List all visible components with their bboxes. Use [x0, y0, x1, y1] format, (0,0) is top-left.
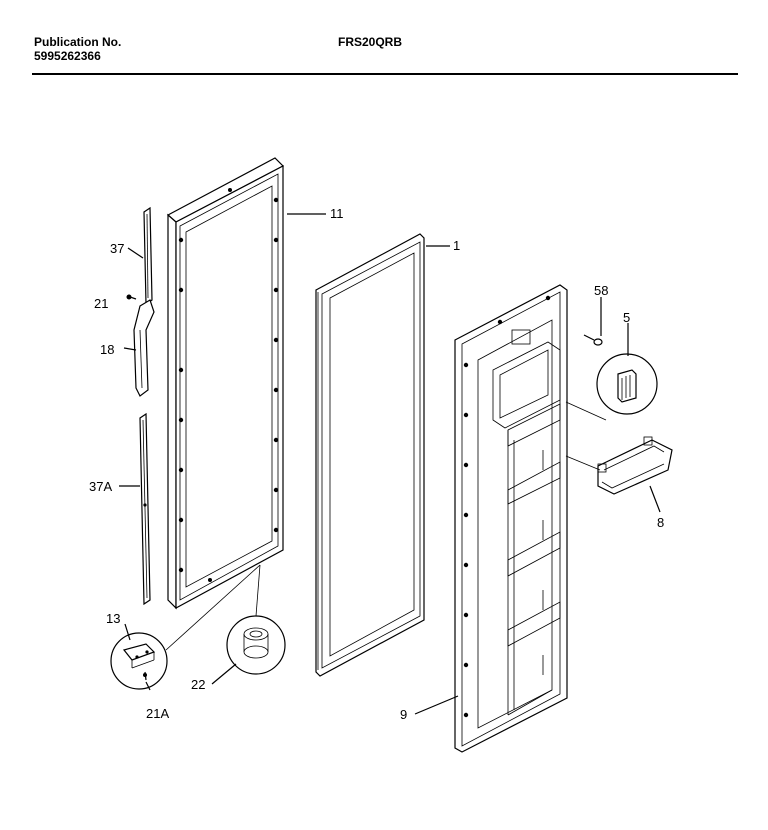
callout-11: 11	[330, 206, 344, 221]
trim-strip-part-37a	[139, 412, 151, 606]
callout-labels: 11 1 37 21 18 37A 13 21A 22 58 5 8 9	[89, 206, 664, 722]
bushing-detail-part-22	[226, 564, 286, 675]
callout-9: 9	[400, 707, 407, 722]
handle-part-18	[133, 299, 155, 397]
callout-21a: 21A	[146, 706, 169, 721]
publication-number: 5995262366	[34, 49, 101, 63]
model-number: FRS20QRB	[338, 35, 403, 49]
header-rule	[32, 73, 738, 75]
callout-21: 21	[94, 296, 108, 311]
liner-screw-holes	[463, 295, 551, 718]
screw-part-21	[126, 294, 137, 300]
callout-13: 13	[106, 611, 120, 626]
callout-37: 37	[110, 241, 124, 256]
callout-22: 22	[191, 677, 205, 692]
door-gasket-part-1	[315, 233, 425, 677]
callout-18: 18	[100, 342, 114, 357]
callout-1: 1	[453, 238, 460, 253]
leader-lines	[119, 213, 661, 715]
callout-8: 8	[657, 515, 664, 530]
callout-37a: 37A	[89, 479, 112, 494]
frame-screw-holes	[178, 188, 279, 582]
callout-5: 5	[623, 310, 630, 325]
door-frame-part-11	[166, 157, 285, 610]
trim-strip-part-37	[143, 206, 153, 306]
bracket-detail-part-5	[565, 353, 658, 421]
liner-shelves	[492, 341, 561, 716]
door-liner-part-9	[454, 284, 568, 753]
screw-part-58	[583, 334, 603, 346]
hinge-detail-part-13	[110, 564, 261, 690]
publication-label: Publication No.	[34, 35, 122, 49]
door-rack-part-8	[565, 436, 673, 495]
callout-58: 58	[594, 283, 608, 298]
